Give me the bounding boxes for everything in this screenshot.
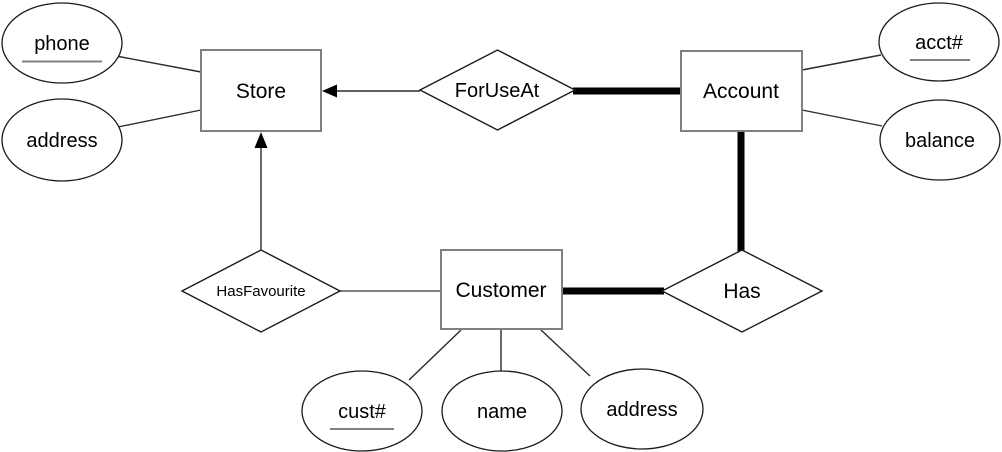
store-rect (200, 49, 322, 132)
balance-ellipse (879, 99, 1001, 181)
hasfavourite-diamond (180, 249, 342, 333)
edge-customer-address (540, 329, 591, 377)
edge-customer-cust (408, 329, 462, 381)
phone-label: phone (34, 33, 90, 55)
attribute-customer-cust: cust# (301, 370, 423, 452)
hasfavourite-label: HasFavourite (216, 283, 305, 300)
attribute-store-address: address (1, 98, 123, 182)
acct-ellipse (878, 2, 1000, 82)
customer-address-ellipse (580, 368, 704, 450)
attribute-customer-name: name (441, 370, 563, 452)
has-label: Has (723, 280, 760, 303)
edge-account-acct (801, 54, 882, 71)
has-diamond (660, 249, 824, 333)
relationship-foruseat: ForUseAt (418, 49, 577, 131)
acct-label: acct# (915, 32, 964, 54)
customer-rect (440, 249, 563, 330)
name-ellipse (441, 370, 563, 452)
balance-label: balance (905, 130, 975, 152)
edge-account-balance (801, 109, 883, 127)
relationship-has: Has (660, 249, 824, 333)
customer-address-label: address (606, 399, 677, 421)
attribute-customer-address: address (580, 368, 704, 450)
store-address-ellipse (1, 98, 123, 182)
foruseat-label: ForUseAt (455, 80, 540, 102)
cust-label: cust# (338, 401, 387, 423)
entity-store: Store (200, 49, 322, 132)
entity-account: Account (680, 50, 803, 132)
arrowhead-to-store-bottom (254, 132, 268, 148)
attribute-account-acct: acct# (878, 2, 1000, 82)
name-label: name (477, 401, 527, 423)
relationship-hasfavourite: HasFavourite (180, 249, 342, 333)
attribute-account-balance: balance (879, 99, 1001, 181)
cust-ellipse (301, 370, 423, 452)
edge-address-store (117, 109, 202, 128)
foruseat-diamond (418, 49, 577, 131)
arrowhead-to-store-right (322, 84, 337, 98)
phone-ellipse (1, 2, 123, 84)
store-label: Store (236, 80, 286, 103)
entity-customer: Customer (440, 249, 563, 330)
account-label: Account (703, 80, 779, 103)
edges (115, 54, 883, 381)
edge-phone-store (115, 55, 202, 73)
store-address-label: address (26, 130, 97, 152)
attribute-store-phone: phone (1, 2, 123, 84)
account-rect (680, 50, 803, 132)
customer-label: Customer (455, 279, 546, 302)
